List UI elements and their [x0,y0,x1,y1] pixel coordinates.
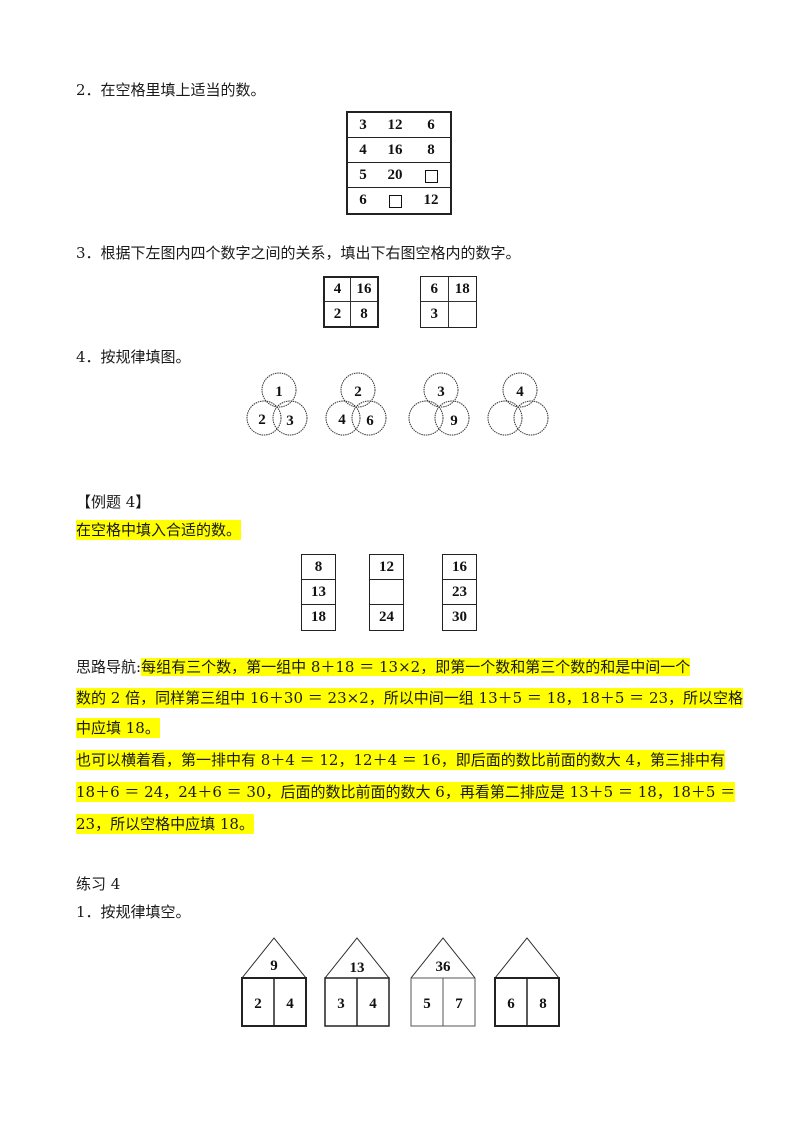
question-2-title: 2．在空格里填上适当的数。 [76,81,266,99]
example-4-prompt: 在空格中填入合适的数。 [76,520,242,540]
hint-line-5: 18＋6 ＝ 24，24＋6 ＝ 30，后面的数比前面的数大 6，再看第二排应是… [76,782,736,802]
hint-line-1: 思路导航:每组有三个数，第一组中 8＋18 ＝ 13×2，即第一个数和第三个数的… [76,657,691,677]
house-number: 8 [539,996,547,1012]
table-cell: 12 [423,192,439,208]
table-row: 6 12 [348,188,450,213]
question-4-title: 4．按规律填图。 [76,348,191,366]
left-grid: 4 16 2 8 [323,276,379,328]
house-number: 5 [423,996,431,1012]
column-cell: 18 [311,609,326,625]
column-cell: 8 [302,555,335,580]
circle-number: 9 [450,413,458,429]
grid-cell: 6 [421,277,449,302]
hint-line-2: 数的 2 倍，同样第三组中 16＋30 ＝ 23×2，所以中间一组 13＋5 ＝… [76,688,744,708]
hint-line-6: 23，所以空格中应填 18。 [76,814,254,834]
roof-number: 36 [436,959,452,975]
house-number: 6 [507,996,515,1012]
table-cell: 4 [359,141,367,158]
blank-box-icon [388,195,402,208]
column-cell: 13 [302,580,335,605]
table-cell: 6 [427,116,435,133]
circle-number: 2 [354,384,362,400]
roof-number: 13 [350,960,365,976]
table-row: 3 12 6 [348,113,450,138]
hint-line-4: 也可以横着看，第一排中有 8＋4 ＝ 12，12＋4 ＝ 16，即后面的数比前面… [76,750,726,770]
houses-figure: 9 2 4 13 3 4 36 5 7 6 8 [241,937,560,1027]
circle-number: 4 [516,384,524,400]
grid-cell: 8 [360,305,368,322]
column-cell: 30 [452,609,467,625]
grid-cell: 3 [421,302,449,327]
house-number: 4 [286,996,294,1012]
table-cell: 3 [359,116,367,133]
column-cell: 12 [370,555,403,580]
table-row: 4 16 8 [348,138,450,163]
column-cell: 24 [379,609,394,625]
roof-number: 9 [270,958,278,974]
number-column-2: 12 24 [369,554,404,631]
table-cell: 8 [427,141,435,158]
number-column-3: 16 23 30 [442,554,477,631]
example-4-heading: 【例题 4】 [76,493,151,511]
circle-number: 4 [338,412,346,428]
circle-number: 6 [366,413,374,429]
house-number: 3 [337,996,345,1012]
grid-cell: 16 [351,278,377,302]
blank-column-cell[interactable] [370,580,403,605]
circle-number: 3 [286,413,294,429]
table-cell: 5 [359,166,367,183]
blank-cell[interactable] [378,192,412,210]
question-3-title: 3．根据下左图内四个数字之间的关系，填出下右图空格内的数字。 [76,244,521,262]
circle-number: 3 [437,384,445,400]
table-cell: 12 [387,116,403,133]
hint-line-3: 中应填 18。 [76,718,160,738]
blank-box-icon [424,169,438,183]
hint-text: 每组有三个数，第一组中 8＋18 ＝ 13×2，即第一个数和第三个数的和是中间一… [141,658,691,676]
number-column-1: 8 13 18 [301,554,336,631]
grid-cell: 2 [325,302,351,326]
house-number: 2 [254,996,262,1012]
number-table: 3 12 6 4 16 8 5 20 6 12 [346,111,452,215]
right-grid: 6 18 3 [420,276,477,328]
practice-4-heading: 练习 4 [76,875,121,893]
grid-cell: 4 [325,278,351,302]
hint-label: 思路导航: [76,658,142,676]
venn-circles-figure: 1 2 3 2 4 6 3 9 4 [246,372,549,436]
practice-4-question-1: 1．按规律填空。 [76,903,191,921]
blank-grid-cell[interactable] [449,302,477,327]
table-cell: 6 [359,192,367,208]
circle-number: 2 [258,412,266,428]
column-cell: 23 [443,580,476,605]
table-cell: 16 [387,141,403,158]
house-number: 4 [369,996,377,1012]
blank-cell[interactable] [412,166,450,184]
house-number: 7 [455,996,463,1012]
circle-number: 1 [275,384,283,400]
table-cell: 20 [387,166,403,183]
grid-cell: 18 [448,277,476,302]
table-row: 5 20 [348,163,450,188]
column-cell: 16 [443,555,476,580]
